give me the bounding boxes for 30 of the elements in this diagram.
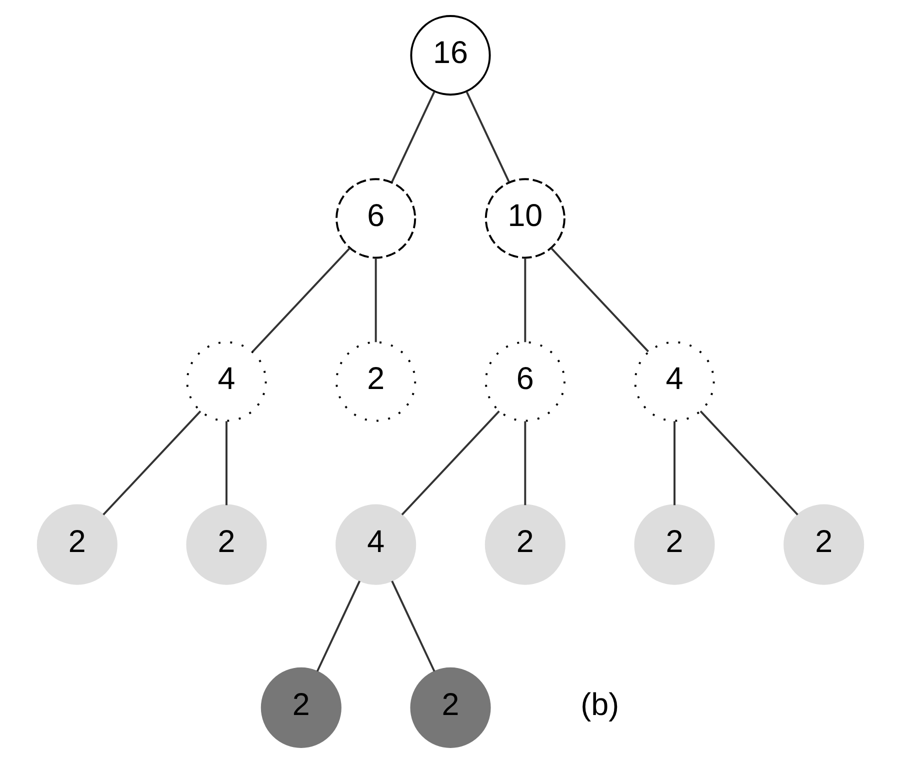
connector: [390, 580, 435, 672]
node-circle: 10: [484, 178, 565, 259]
node-circle: 2: [186, 504, 266, 585]
node-circle: 2: [36, 504, 117, 585]
label: (b): [580, 687, 619, 722]
node-circle: 4: [634, 341, 714, 422]
node-circle: 2: [410, 667, 490, 748]
node-circle: 2: [783, 504, 864, 585]
connector: [400, 410, 500, 516]
node-circle: 2: [634, 504, 714, 585]
node-circle: 2: [335, 341, 416, 422]
connector: [390, 91, 435, 182]
node-circle: 2: [260, 667, 341, 748]
connector: [102, 410, 201, 516]
node-circle: 4: [186, 341, 266, 422]
connector: [699, 410, 798, 516]
node-circle: 6: [484, 341, 565, 422]
connector: [252, 247, 350, 352]
connector: [524, 421, 526, 506]
connector: [374, 258, 376, 342]
connector: [524, 258, 526, 342]
connector: [550, 247, 648, 352]
connector: [225, 421, 227, 506]
connector: [316, 580, 360, 672]
node-circle: 6: [335, 178, 416, 259]
node-circle: 16: [410, 15, 490, 96]
node-circle: 2: [484, 504, 565, 585]
node-circle: 4: [335, 504, 416, 585]
connector: [673, 421, 675, 506]
connector: [465, 91, 510, 182]
